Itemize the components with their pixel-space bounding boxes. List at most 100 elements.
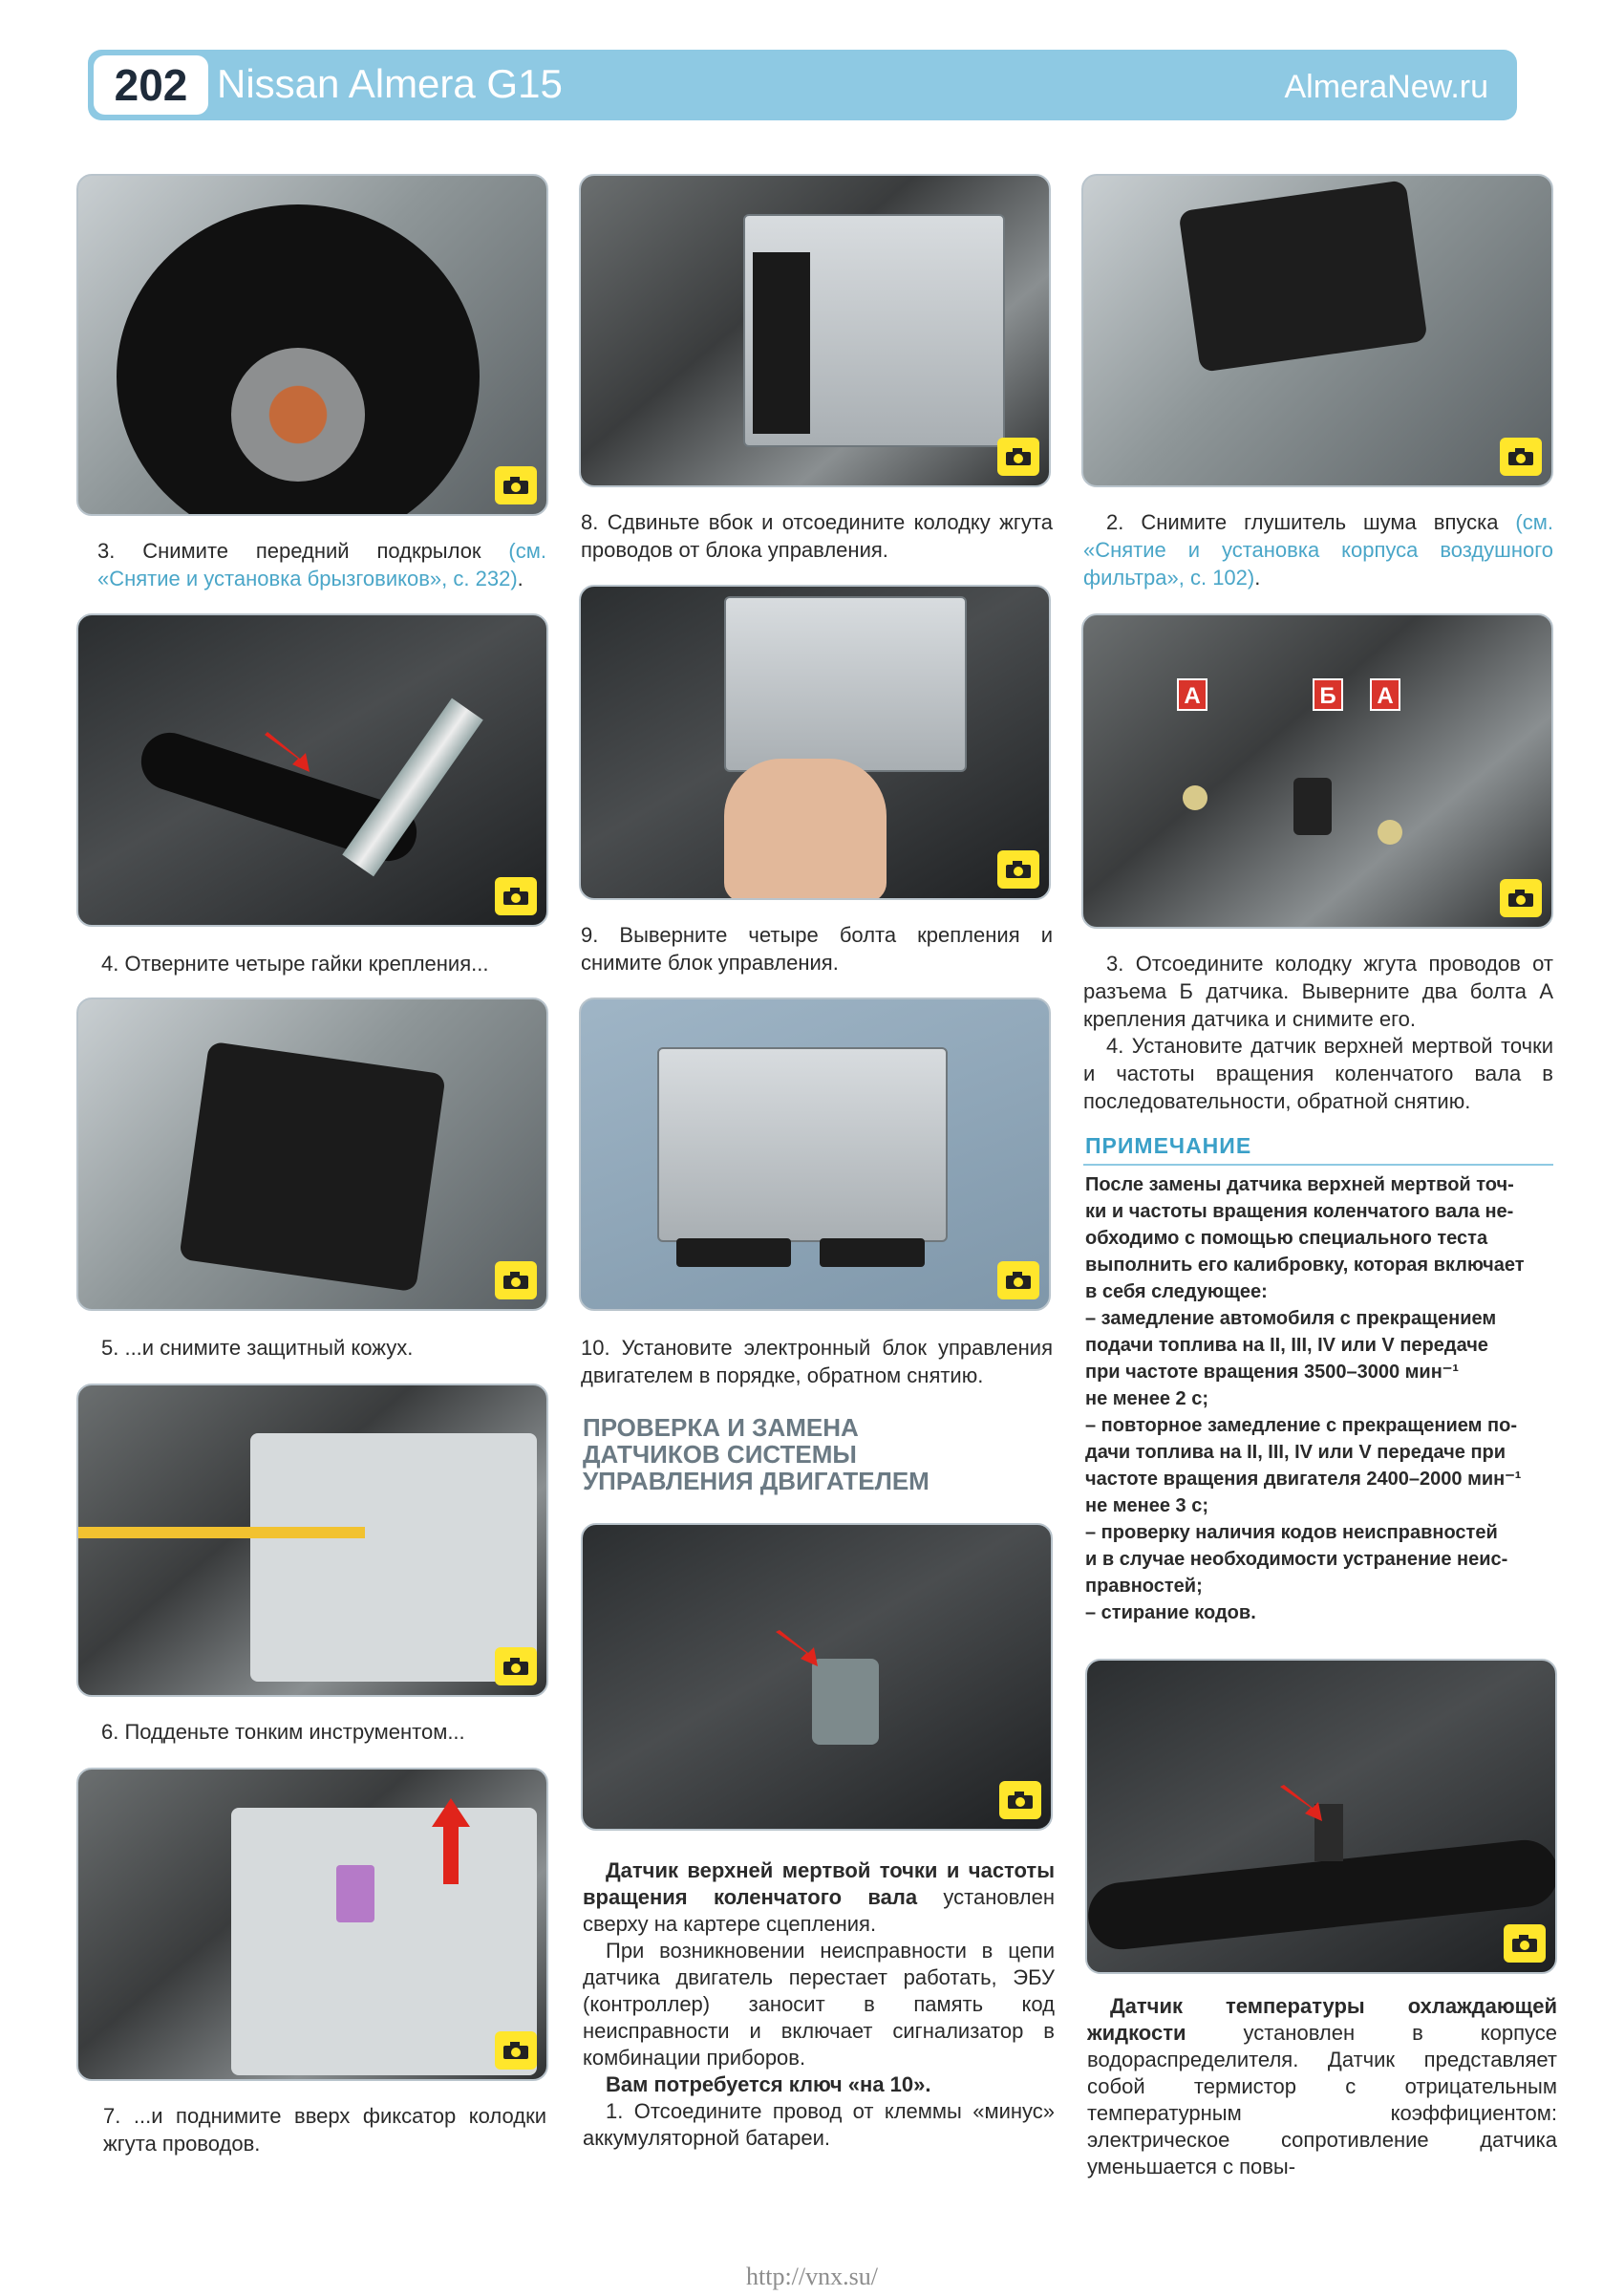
camera-icon xyxy=(495,1261,537,1299)
note-line: и в случае необходимости устранение неис… xyxy=(1085,1549,1508,1570)
air-filter-shape xyxy=(1178,180,1428,373)
fault-paragraph: При возникновении неисправности в цепи д… xyxy=(583,1939,1055,2070)
camera-icon xyxy=(495,1647,537,1685)
caption-step-3: 3. Снимите передний подкрылок (см. «Снят… xyxy=(97,537,546,592)
step-1: 1. Отсоедините провод от клеммы «минус» … xyxy=(583,2099,1055,2150)
screwdriver-shape xyxy=(78,1527,365,1538)
coolant-text: Датчик температуры охлаждающей жидкости … xyxy=(1087,1993,1557,2180)
tag-b: Б xyxy=(1313,678,1343,711)
camera-icon xyxy=(495,877,537,915)
camera-icon xyxy=(999,1781,1041,1819)
note-line: не менее 2 с; xyxy=(1085,1388,1209,1409)
photo-coolant-sensor xyxy=(1085,1659,1557,1974)
camera-icon xyxy=(997,1261,1039,1299)
note-line: – проверку наличия кодов неисправностей xyxy=(1085,1522,1498,1543)
caption-r2-ref[interactable]: (см. «Снятие и установка корпуса воздушн… xyxy=(1083,510,1553,590)
photo-step-4 xyxy=(76,613,548,927)
section-title-line: ДАТЧИКОВ СИСТЕМЫ xyxy=(583,1440,857,1469)
note-line: в себя следующее: xyxy=(1085,1281,1268,1302)
arrow-icon xyxy=(776,1630,818,1666)
caption-r-step-4: 4. Установите датчик верхней мертвой точ… xyxy=(1083,1034,1553,1113)
arrow-icon xyxy=(265,732,310,772)
caption-step-8: 8. Сдвиньте вбок и отсоедините колодку ж… xyxy=(581,510,1053,562)
bolt-shape xyxy=(1378,820,1402,845)
connector-shape xyxy=(820,1238,925,1267)
photo-step-8 xyxy=(579,174,1051,487)
caption-step-6: 6. Подденьте тонким инструментом... xyxy=(101,1720,465,1744)
photo-sensor xyxy=(581,1523,1053,1831)
ecu-shape xyxy=(231,1808,537,2075)
note-body: После замены датчика верхней мертвой точ… xyxy=(1085,1171,1555,1626)
caption-r2-text: 2. Снимите глушитель шума впуска xyxy=(1106,510,1516,534)
camera-icon xyxy=(495,466,537,504)
camera-icon xyxy=(1500,438,1542,476)
note-line: дачи топлива на II, III, IV или V переда… xyxy=(1085,1442,1506,1463)
camera-icon xyxy=(1500,879,1542,917)
up-arrow-icon xyxy=(432,1798,470,1884)
caption-step-5: 5. ...и снимите защитный кожух. xyxy=(101,1336,414,1360)
camera-icon xyxy=(997,438,1039,476)
caption-r-step-2: 2. Снимите глушитель шума впуска (см. «С… xyxy=(1083,508,1553,591)
note-line: выполнить его калибровку, которая включа… xyxy=(1085,1255,1525,1276)
ecu-shape xyxy=(724,596,967,772)
caption-r-step-3: 3. Отсоедините колодку жгута проводов от… xyxy=(1083,952,1553,1031)
note-title: ПРИМЕЧАНИЕ xyxy=(1085,1133,1252,1158)
caption-step-3-ref[interactable]: (см. «Снятие и установка брызговиков», с… xyxy=(97,539,546,590)
note-line: – замедление автомобиля с прекращением xyxy=(1085,1308,1497,1329)
arrow-icon xyxy=(1280,1785,1322,1821)
caption-step-3-end: . xyxy=(517,567,524,590)
note-line: подачи топлива на II, III, IV или V пере… xyxy=(1085,1335,1488,1356)
section-title: ПРОВЕРКА И ЗАМЕНА ДАТЧИКОВ СИСТЕМЫ УПРАВ… xyxy=(583,1414,1055,1494)
section-title-line: УПРАВЛЕНИЯ ДВИГАТЕЛЕМ xyxy=(583,1467,930,1495)
photo-step-2 xyxy=(1081,174,1553,487)
site-name: AlmeraNew.ru xyxy=(1284,69,1488,105)
camera-icon xyxy=(495,2031,537,2070)
note-line: обходимо с помощью специального теста xyxy=(1085,1228,1488,1249)
photo-step-9 xyxy=(579,585,1051,900)
ecu-shape xyxy=(250,1433,537,1682)
sensor-rest: установлен сверху на картере сцепления. xyxy=(583,1885,1055,1936)
photo-step-5 xyxy=(76,998,548,1311)
caption-r2-end: . xyxy=(1254,566,1261,590)
note-line: После замены датчика верхней мертвой точ… xyxy=(1085,1174,1514,1195)
photo-step-7 xyxy=(76,1768,548,2081)
note-line: ки и частоты вращения коленчатого вала н… xyxy=(1085,1201,1514,1222)
note-line: не менее 3 с; xyxy=(1085,1495,1209,1516)
photo-step-6 xyxy=(76,1384,548,1697)
caption-step-10: 10. Установите электронный блок управлен… xyxy=(581,1336,1053,1387)
tool-line: Вам потребуется ключ «на 10». xyxy=(606,2072,931,2096)
hand-shape xyxy=(724,759,887,898)
coolant-bold: Датчик температуры охлаждающей жидкости xyxy=(1087,1994,1557,2045)
page-number: 202 xyxy=(94,55,208,115)
note-line: правностей; xyxy=(1085,1576,1203,1597)
sensor-shape xyxy=(1293,778,1332,835)
sensor-bold: Датчик верхней мертвой точки и частоты в… xyxy=(583,1858,1055,1909)
coolant-rest: установлен в корпусе водораспределителя.… xyxy=(1087,2021,1557,2178)
page-header: 202 Nissan Almera G15 AlmeraNew.ru xyxy=(88,50,1517,120)
footer-url[interactable]: http://vnx.su/ xyxy=(746,2263,878,2290)
connector-shape xyxy=(753,252,810,434)
cover-shape xyxy=(179,1041,446,1293)
note-line: – повторное замедление с прекращением по… xyxy=(1085,1415,1517,1436)
caption-step-3-text: 3. Снимите передний подкрылок xyxy=(97,539,509,563)
sensor-text: Датчик верхней мертвой точки и частоты в… xyxy=(583,1857,1055,2152)
photo-step-10 xyxy=(579,998,1051,1311)
photo-r-step-3: А Б А xyxy=(1081,613,1553,929)
connector-latch-shape xyxy=(336,1865,374,1922)
note-line: при частоте вращения 3500–3000 мин⁻¹ xyxy=(1085,1362,1460,1383)
caption-step-7: 7. ...и поднимите вверх фиксатор колодки… xyxy=(103,2104,546,2156)
brake-disc-shape xyxy=(231,348,365,482)
connector-shape xyxy=(676,1238,791,1267)
tag-a: А xyxy=(1177,678,1207,711)
caption-step-9: 9. Выверните четыре болта крепления и сн… xyxy=(581,923,1053,975)
caption-step-4: 4. Отверните четыре гайки крепления... xyxy=(101,952,489,976)
book-title: Nissan Almera G15 xyxy=(217,61,563,106)
note-divider xyxy=(1083,1164,1553,1166)
camera-icon xyxy=(997,850,1039,889)
section-title-line: ПРОВЕРКА И ЗАМЕНА xyxy=(583,1413,859,1442)
photo-step-3 xyxy=(76,174,548,516)
note-line: частоте вращения двигателя 2400–2000 мин… xyxy=(1085,1469,1522,1490)
note-line: – стирание кодов. xyxy=(1085,1602,1256,1623)
bolt-shape xyxy=(1183,785,1207,810)
tag-a: А xyxy=(1370,678,1400,711)
